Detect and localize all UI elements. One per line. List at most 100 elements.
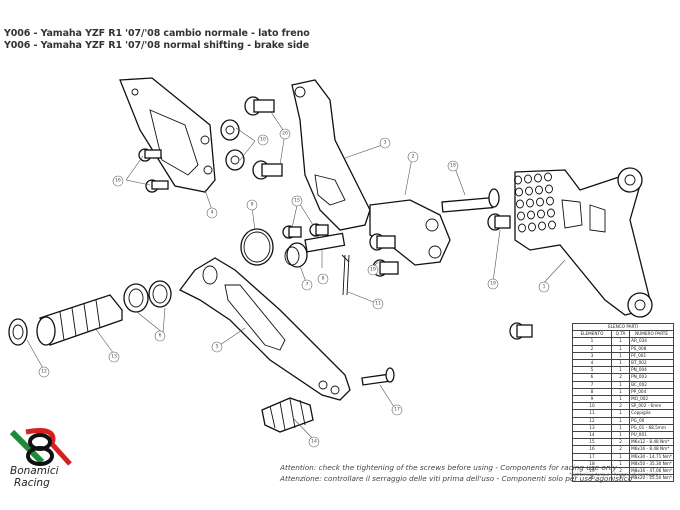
quantity-cell: 1 xyxy=(610,344,631,353)
element-cell: 12 xyxy=(572,416,612,425)
part-number-cell: PS_008 xyxy=(629,344,674,353)
grip-hole xyxy=(534,173,542,183)
svg-text:17: 17 xyxy=(394,407,400,413)
part-number-cell: BT_002 xyxy=(629,359,674,368)
grip-hole xyxy=(545,184,553,194)
part-number-cell: PP_004 xyxy=(629,387,674,397)
quantity-cell: 1 xyxy=(610,409,631,418)
grip-hole xyxy=(526,198,534,208)
quantity-cell: 2 xyxy=(610,402,631,411)
part-number-cell: PU_001 xyxy=(629,431,674,440)
grip-hole xyxy=(546,196,554,206)
part-10-spacers xyxy=(220,119,245,171)
table-header-row: ELEMENTO Q.TÀ NUMERO PARTE xyxy=(572,330,674,339)
element-cell: 7 xyxy=(572,380,612,389)
part-18-pin xyxy=(441,188,500,213)
logo-stroke-green xyxy=(9,429,45,465)
title-english: Y006 - Yamaha YZF R1 '07/'08 normal shif… xyxy=(4,40,310,51)
part-16-screws xyxy=(138,148,169,193)
svg-text:1: 1 xyxy=(543,284,546,290)
callout-17: 17 xyxy=(391,404,403,416)
callout-9: 9 xyxy=(246,199,258,211)
part-number-cell: PG_00 xyxy=(629,416,674,425)
part-17-pin xyxy=(361,367,395,386)
grip-hole xyxy=(548,220,556,230)
column-header-qty: Q.TÀ xyxy=(610,330,631,339)
quantity-cell: 1 xyxy=(610,395,631,404)
callout-2: 2 xyxy=(407,151,419,163)
grip-hole xyxy=(524,174,532,184)
part-4-heel-plate xyxy=(119,77,216,193)
grip-hole xyxy=(518,223,526,233)
part-1-grip-holes xyxy=(514,172,556,233)
callout-4: 4 xyxy=(206,207,218,219)
grip-hole xyxy=(536,197,544,207)
brand-name-line1: Bonamici xyxy=(10,465,59,477)
part-12-end-cap xyxy=(8,318,28,346)
quantity-cell: 1 xyxy=(610,366,631,375)
quantity-cell: 2 xyxy=(610,467,631,476)
logo-stroke-red xyxy=(25,428,72,466)
part-number-cell: M6x30 - 14.71 Nm* xyxy=(629,452,674,461)
quantity-cell: 1 xyxy=(610,431,631,440)
part-number-cell: M8x16 - 47.06 Nm* xyxy=(629,467,674,476)
grip-hole xyxy=(515,187,523,197)
part-number-cell: M6x12 - 8.48 Nm* xyxy=(629,438,674,447)
callout-16: 16 xyxy=(112,175,124,187)
part-number-cell: M8x20 - 25.50 Nm* xyxy=(629,474,674,483)
grip-hole xyxy=(544,172,552,182)
part-2-arm xyxy=(369,199,451,266)
quantity-cell: 1 xyxy=(610,380,631,389)
svg-text:5: 5 xyxy=(216,344,219,350)
torque-footnote: *tightening torque / *coppia di serraggi… xyxy=(569,473,659,478)
attention-note-italian: Attenzione: controllare il serraggio del… xyxy=(280,474,633,483)
grip-hole xyxy=(528,222,536,232)
svg-text:11: 11 xyxy=(375,301,381,307)
part-number-cell: SP_002 - 6mm xyxy=(629,402,674,411)
parts-list-table: ELENCO PARTI ELEMENTO Q.TÀ NUMERO PARTE … xyxy=(572,322,674,483)
callout-1: 1 xyxy=(538,281,550,293)
part-number-cell: PN_004 xyxy=(629,366,674,375)
part-number-cell: PF_001 xyxy=(629,351,674,361)
callout-10: 10 xyxy=(257,134,269,146)
logo-stroke-ring2 xyxy=(26,446,54,466)
callout-18: 18 xyxy=(447,160,459,172)
element-cell: 1 xyxy=(572,337,612,346)
quantity-cell: 1 xyxy=(610,351,631,361)
column-header-element: ELEMENTO xyxy=(572,330,612,339)
element-cell: 10 xyxy=(572,402,612,411)
grip-hole xyxy=(514,175,522,185)
element-cell: 16 xyxy=(572,445,612,454)
callout-7: 7 xyxy=(301,279,313,291)
svg-text:18: 18 xyxy=(450,163,456,169)
part-13-footpeg xyxy=(36,294,123,346)
part-11-cotter-pin xyxy=(341,254,350,296)
quantity-cell: 2 xyxy=(610,445,631,454)
element-cell: 6 xyxy=(572,373,612,382)
callout-19b: 19 xyxy=(487,278,499,290)
svg-text:14: 14 xyxy=(311,439,317,445)
column-header-part-number: NUMERO PARTE xyxy=(629,330,674,339)
grip-hole xyxy=(517,211,525,221)
part-8-shaft xyxy=(304,232,346,253)
title-italian: Y006 - Yamaha YZF R1 '07/'08 cambio norm… xyxy=(4,28,310,39)
part-14-toe-rubber xyxy=(261,397,314,433)
svg-text:19: 19 xyxy=(370,267,376,273)
grip-hole xyxy=(527,210,535,220)
callout-14: 14 xyxy=(308,436,320,448)
callout-6: 6 xyxy=(154,330,166,342)
part-7-bushing xyxy=(284,242,308,268)
element-cell: 3 xyxy=(572,351,612,361)
svg-text:4: 4 xyxy=(211,210,214,216)
element-cell: 2 xyxy=(572,344,612,353)
